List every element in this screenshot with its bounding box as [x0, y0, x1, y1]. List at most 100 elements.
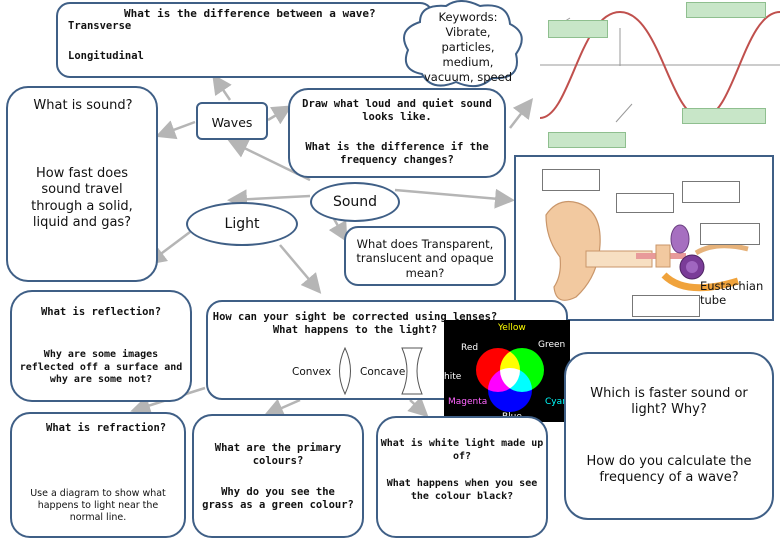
colour-green-label: Green [538, 340, 566, 350]
refraction-line3: normal line. [69, 511, 127, 523]
colour-cyan-label: Cyan [545, 397, 568, 407]
keywords-text: Keywords: Vibrate, particles, medium, va… [420, 10, 516, 85]
ear-label-box-4 [700, 223, 760, 245]
arrow-to-ear [394, 188, 515, 209]
keywords-cloud [403, 0, 523, 88]
concave-lens-icon [401, 347, 423, 395]
colour-white-label: hite [444, 372, 462, 382]
draw-line2: looks like. [362, 111, 432, 124]
white-light-box: What is white light made up of? What hap… [376, 416, 548, 538]
frequency-line2: frequency changes? [340, 154, 454, 167]
eustachian-tube-label: Eustachian tube [700, 279, 763, 308]
eustachian-line2: tube [700, 293, 727, 308]
white-line2: of? [452, 450, 472, 462]
white-light-question: What is white light made up of? [378, 438, 546, 463]
refraction-box: What is refraction? Use a diagram to sho… [10, 412, 186, 538]
waves-node: Waves [196, 102, 268, 140]
arrow-to-draw [267, 105, 293, 125]
sound-speed-line4: liquid and gas? [32, 214, 132, 230]
transparent-question: What does Transparent, translucent and o… [348, 237, 502, 280]
arrow-to-lens [279, 244, 322, 294]
keywords-line3: particles, [441, 39, 495, 54]
arrow-sound-light [227, 189, 311, 210]
black-line1: What happens when you see [386, 478, 538, 489]
reflection-line3: why are some not? [49, 374, 153, 385]
ear-label-box-3 [616, 193, 674, 213]
ear-diagram [514, 155, 774, 321]
frequency-calc-line1: How do you calculate the [586, 454, 752, 469]
faster-line1: Which is faster sound or [590, 386, 748, 401]
reflection-line1: Why are some images [43, 349, 159, 360]
frequency-line1: What is the difference if the [305, 141, 489, 153]
lens-line2: What happens to the light? [272, 324, 438, 337]
waves-label: Waves [211, 115, 253, 130]
keywords-line2: Vibrate, [445, 24, 491, 39]
primary-colours-question: What are the primary colours? [194, 442, 362, 468]
convex-lens-icon [339, 346, 351, 396]
colour-wheel-circles [476, 348, 544, 412]
wave-label-box-4 [548, 132, 626, 148]
wave-label-box-3 [682, 108, 766, 124]
sound-speed-line3: through a solid, [31, 198, 133, 214]
sound-speed-line2: sound travel [41, 182, 123, 198]
refraction-line2: happens to light near the [37, 499, 159, 511]
reflection-line2: reflected off a surface and [19, 361, 183, 373]
ear-label-box-1 [542, 169, 600, 191]
light-node: Light [186, 202, 298, 246]
arrow-to-top [212, 73, 232, 101]
colour-magenta-label: Magenta [448, 397, 488, 407]
draw-sound-box: Draw what loud and quiet sound looks lik… [288, 88, 506, 178]
faster-box: Which is faster sound or light? Why? How… [564, 352, 774, 520]
eustachian-line1: Eustachian [700, 279, 764, 293]
black-colour-question: What happens when you see the colour bla… [378, 478, 546, 503]
reflection-why-question: Why are some images reflected off a surf… [12, 349, 190, 387]
black-line2: the colour black? [410, 490, 514, 502]
keywords-line1: Keywords: [438, 10, 498, 24]
light-label: Light [224, 216, 260, 232]
grass-line1: Why do you see the [221, 486, 335, 498]
sound-speed-question: How fast does sound travel through a sol… [12, 166, 152, 231]
colour-red-label: Red [461, 343, 479, 353]
ear-label-box-5 [632, 295, 700, 317]
sound-questions-box: What is sound? How fast does sound trave… [6, 86, 158, 282]
colour-yellow-label: Yellow [498, 323, 526, 333]
faster-question: Which is faster sound or light? Why? [570, 386, 768, 419]
primary-line1: What are the primary [214, 442, 342, 454]
draw-sound-question: Draw what loud and quiet sound looks lik… [294, 98, 500, 124]
sound-node: Sound [310, 182, 400, 222]
transparent-line3: mean? [405, 265, 445, 280]
keywords-line5: vacuum, speed [423, 69, 512, 84]
grass-colour-question: Why do you see the grass as a green colo… [194, 486, 362, 512]
ear-illustration [545, 200, 749, 301]
longitudinal-label: Longitudinal [68, 50, 144, 62]
frequency-calc-line2: frequency of a wave? [599, 470, 739, 486]
wave-difference-question: What is the difference between a wave? [124, 7, 376, 20]
primary-colours-box: What are the primary colours? Why do you… [192, 414, 364, 538]
faster-line2: light? Why? [631, 402, 707, 418]
what-is-sound: What is sound? [33, 98, 133, 113]
transverse-label: Transverse [68, 20, 132, 32]
wave-label-box-1 [548, 20, 608, 38]
frequency-question: What is the difference if the frequency … [294, 141, 500, 167]
arrow-to-sound-box [155, 120, 196, 140]
transparent-line2: translucent and opaque [356, 251, 494, 266]
what-is-refraction: What is refraction? [46, 422, 167, 434]
lens-question: How can your sight be corrected using le… [212, 311, 498, 337]
reflection-box: What is reflection? Why are some images … [10, 290, 192, 402]
colour-wheel: Yellow Red Green hite Magenta Cyan Blue [444, 320, 570, 422]
transparent-box: What does Transparent, translucent and o… [344, 226, 506, 286]
refraction-diagram-question: Use a diagram to show what happens to li… [12, 488, 184, 524]
wave-diagram [540, 10, 780, 123]
refraction-line1: Use a diagram to show what [30, 488, 166, 499]
wave-difference-box: What is the difference between a wave? T… [56, 2, 434, 78]
primary-line2: colours? [252, 455, 304, 468]
wave-label-box-2 [686, 2, 766, 18]
ear-label-box-2 [682, 181, 740, 203]
sound-speed-line1: How fast does [35, 166, 128, 181]
arrow-to-primary [263, 398, 301, 418]
sound-label: Sound [332, 194, 378, 210]
what-is-reflection: What is reflection? [40, 306, 162, 318]
convex-label: Convex [292, 366, 332, 378]
arrow-to-white [407, 396, 429, 418]
white-line1: What is white light made up [380, 438, 544, 449]
